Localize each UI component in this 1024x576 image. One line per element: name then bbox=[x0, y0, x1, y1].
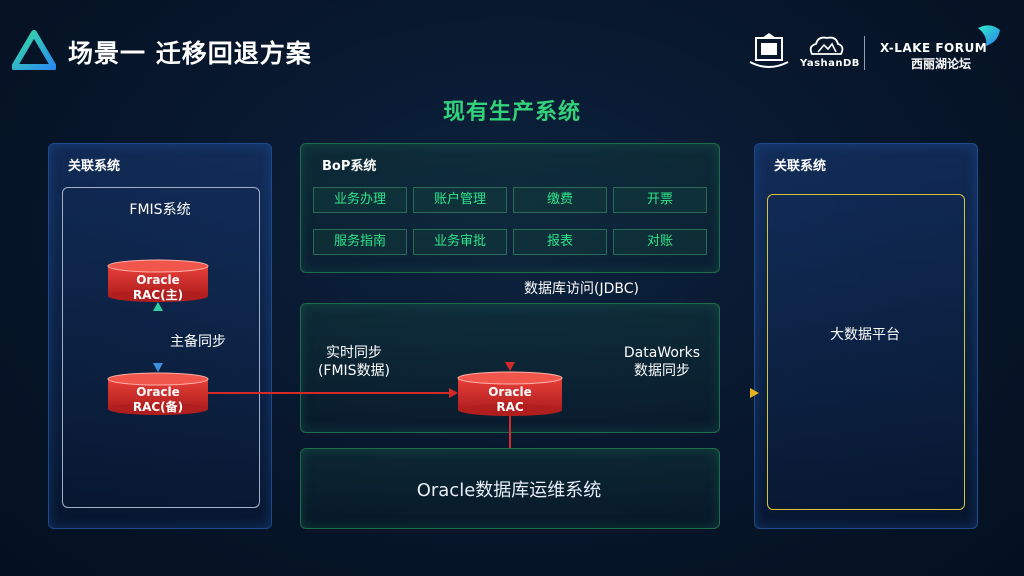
db-center-label: Oracle RAC bbox=[458, 385, 562, 415]
university-emblem-icon bbox=[748, 32, 790, 70]
yashandb-logo-text: YashanDB bbox=[800, 58, 860, 69]
big-data-platform-box bbox=[767, 194, 965, 510]
ops-system-panel bbox=[300, 448, 720, 529]
jdbc-label: 数据库访问(JDBC) bbox=[524, 281, 639, 297]
db-standby-line2: RAC(备) bbox=[132, 400, 184, 414]
yashandb-logo-icon bbox=[806, 34, 846, 58]
bop-module-report: 报表 bbox=[513, 229, 607, 255]
sync-label: 主备同步 bbox=[170, 334, 226, 350]
bop-module-account: 账户管理 bbox=[413, 187, 507, 213]
bop-module-payment: 缴费 bbox=[513, 187, 607, 213]
db-primary-cylinder bbox=[107, 259, 209, 302]
db-center-line2: RAC bbox=[496, 400, 524, 414]
forum-logo-cn: 西丽湖论坛 bbox=[911, 57, 972, 71]
bop-module-business: 业务办理 bbox=[313, 187, 407, 213]
right-panel-label: 关联系统 bbox=[774, 159, 827, 174]
db-center-line1: Oracle bbox=[488, 385, 532, 399]
fmis-system-box bbox=[62, 187, 260, 508]
big-data-platform-title: 大数据平台 bbox=[830, 327, 900, 343]
forum-logo-en: X-LAKE FORUM bbox=[880, 41, 988, 55]
fmis-system-title: FMIS系统 bbox=[129, 202, 191, 218]
db-standby-cylinder bbox=[107, 372, 209, 415]
left-panel-label: 关联系统 bbox=[68, 159, 121, 174]
dataworks-sync-arrow bbox=[562, 388, 759, 398]
realtime-sync-line2: (FMIS数据) bbox=[317, 363, 391, 379]
realtime-sync-label: 实时同步 (FMIS数据) bbox=[306, 344, 402, 380]
bop-panel-label: BoP系统 bbox=[322, 159, 377, 174]
realtime-sync-line1: 实时同步 bbox=[326, 345, 382, 361]
right-related-system-panel bbox=[754, 143, 978, 529]
ops-system-label: Oracle数据库运维系统 bbox=[416, 480, 602, 501]
forum-mark-icon bbox=[974, 22, 1004, 50]
bop-module-invoice: 开票 bbox=[613, 187, 707, 213]
db-primary-line2: RAC(主) bbox=[132, 288, 184, 302]
bop-module-guide: 服务指南 bbox=[313, 229, 407, 255]
db-primary-label: Oracle RAC(主) bbox=[108, 273, 208, 303]
dataworks-label: DataWorks 数据同步 bbox=[612, 344, 712, 380]
db-center-cylinder bbox=[457, 371, 563, 416]
bop-module-reconcile: 对账 bbox=[613, 229, 707, 255]
bop-module-approval: 业务审批 bbox=[413, 229, 507, 255]
brand-logo-icon bbox=[11, 30, 57, 70]
realtime-sync-arrow bbox=[208, 388, 458, 398]
diagram-title: 现有生产系统 bbox=[442, 100, 581, 125]
bop-system-panel bbox=[300, 143, 720, 273]
db-standby-label: Oracle RAC(备) bbox=[108, 385, 208, 415]
logo-divider bbox=[864, 36, 865, 70]
left-related-system-panel bbox=[48, 143, 272, 529]
db-standby-line1: Oracle bbox=[136, 385, 180, 399]
db-primary-line1: Oracle bbox=[136, 273, 180, 287]
page-title: 场景一 迁移回退方案 bbox=[68, 39, 312, 68]
dataworks-line1: DataWorks bbox=[623, 345, 701, 361]
jdbc-access-arrow bbox=[505, 271, 515, 371]
dataworks-line2: 数据同步 bbox=[634, 363, 690, 379]
primary-standby-sync-arrow bbox=[153, 302, 163, 372]
